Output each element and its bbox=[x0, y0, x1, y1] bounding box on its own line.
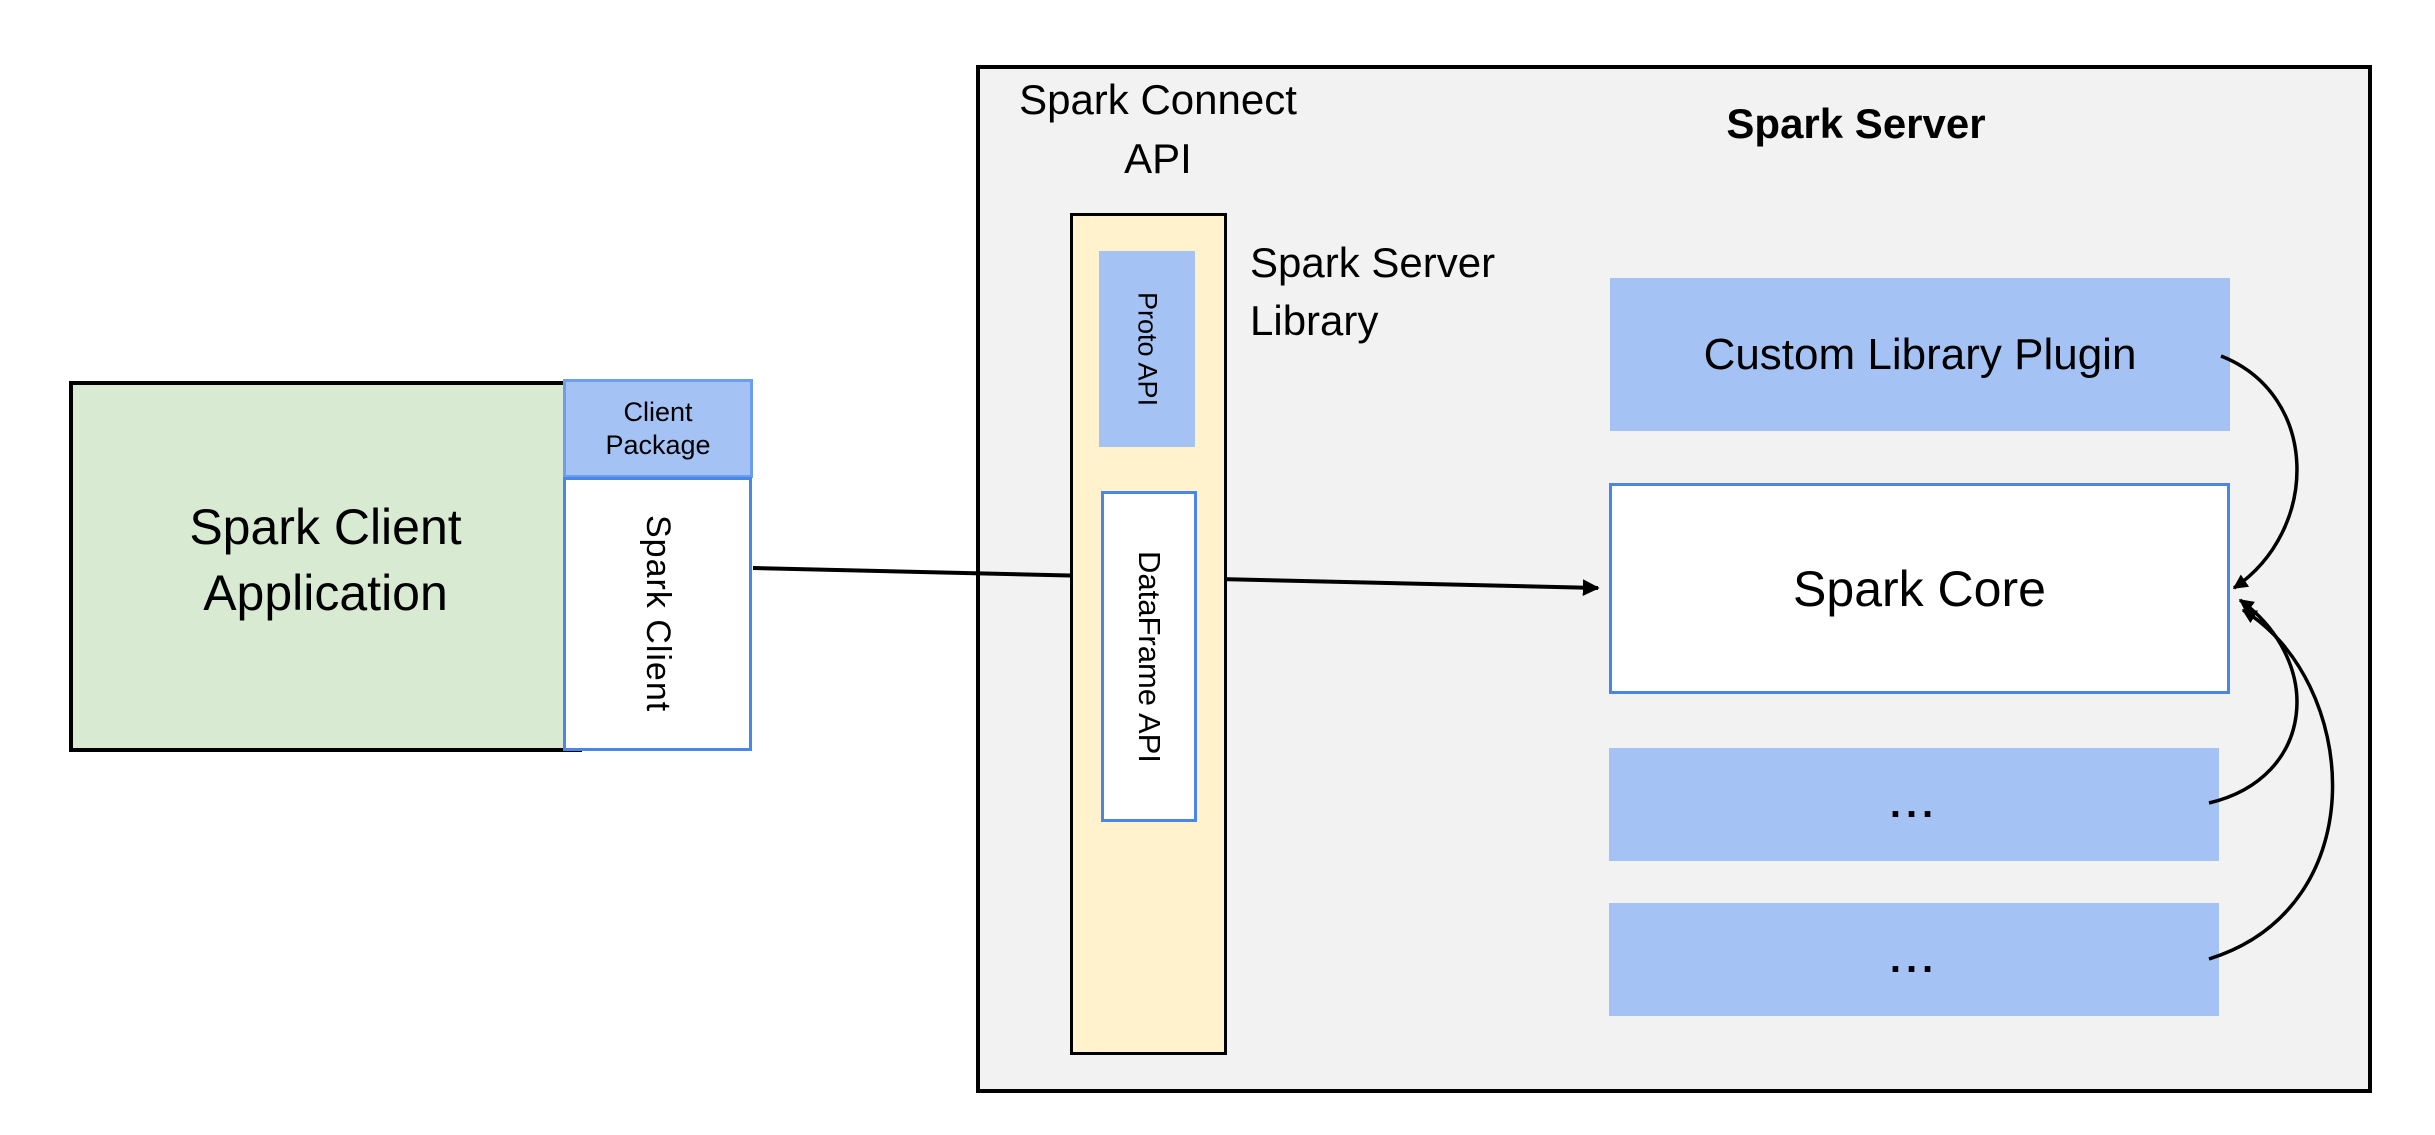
client-package-box: Client Package bbox=[563, 379, 753, 478]
dataframe-api-label: DataFrame API bbox=[1132, 550, 1167, 763]
spark-core-label: Spark Core bbox=[1793, 560, 2046, 617]
ellipsis-label-2: ... bbox=[1889, 937, 1939, 981]
custom-library-plugin-box: Custom Library Plugin bbox=[1610, 278, 2230, 431]
spark-client-box: Spark Client bbox=[563, 477, 752, 751]
dataframe-api-box: DataFrame API bbox=[1101, 491, 1197, 822]
custom-library-plugin-label: Custom Library Plugin bbox=[1703, 329, 2137, 379]
extra-plugin-box-2: ... bbox=[1609, 903, 2219, 1016]
proto-api-box: Proto API bbox=[1099, 251, 1195, 447]
spark-server-library-label: Spark Server Library bbox=[1250, 239, 1496, 344]
spark-core-box: Spark Core bbox=[1609, 483, 2230, 694]
ellipsis-label-1: ... bbox=[1889, 782, 1939, 826]
spark-connect-api-title: Spark Connect API bbox=[1019, 76, 1297, 182]
spark-client-application-label: Spark Client Application bbox=[189, 499, 462, 621]
proto-api-label: Proto API bbox=[1132, 291, 1163, 407]
client-package-label: Client Package bbox=[605, 396, 711, 460]
extra-plugin-box-1: ... bbox=[1609, 748, 2219, 861]
spark-client-label: Spark Client bbox=[639, 515, 677, 713]
spark-server-title: Spark Server bbox=[1726, 100, 1986, 147]
spark-client-application-box bbox=[69, 381, 582, 752]
